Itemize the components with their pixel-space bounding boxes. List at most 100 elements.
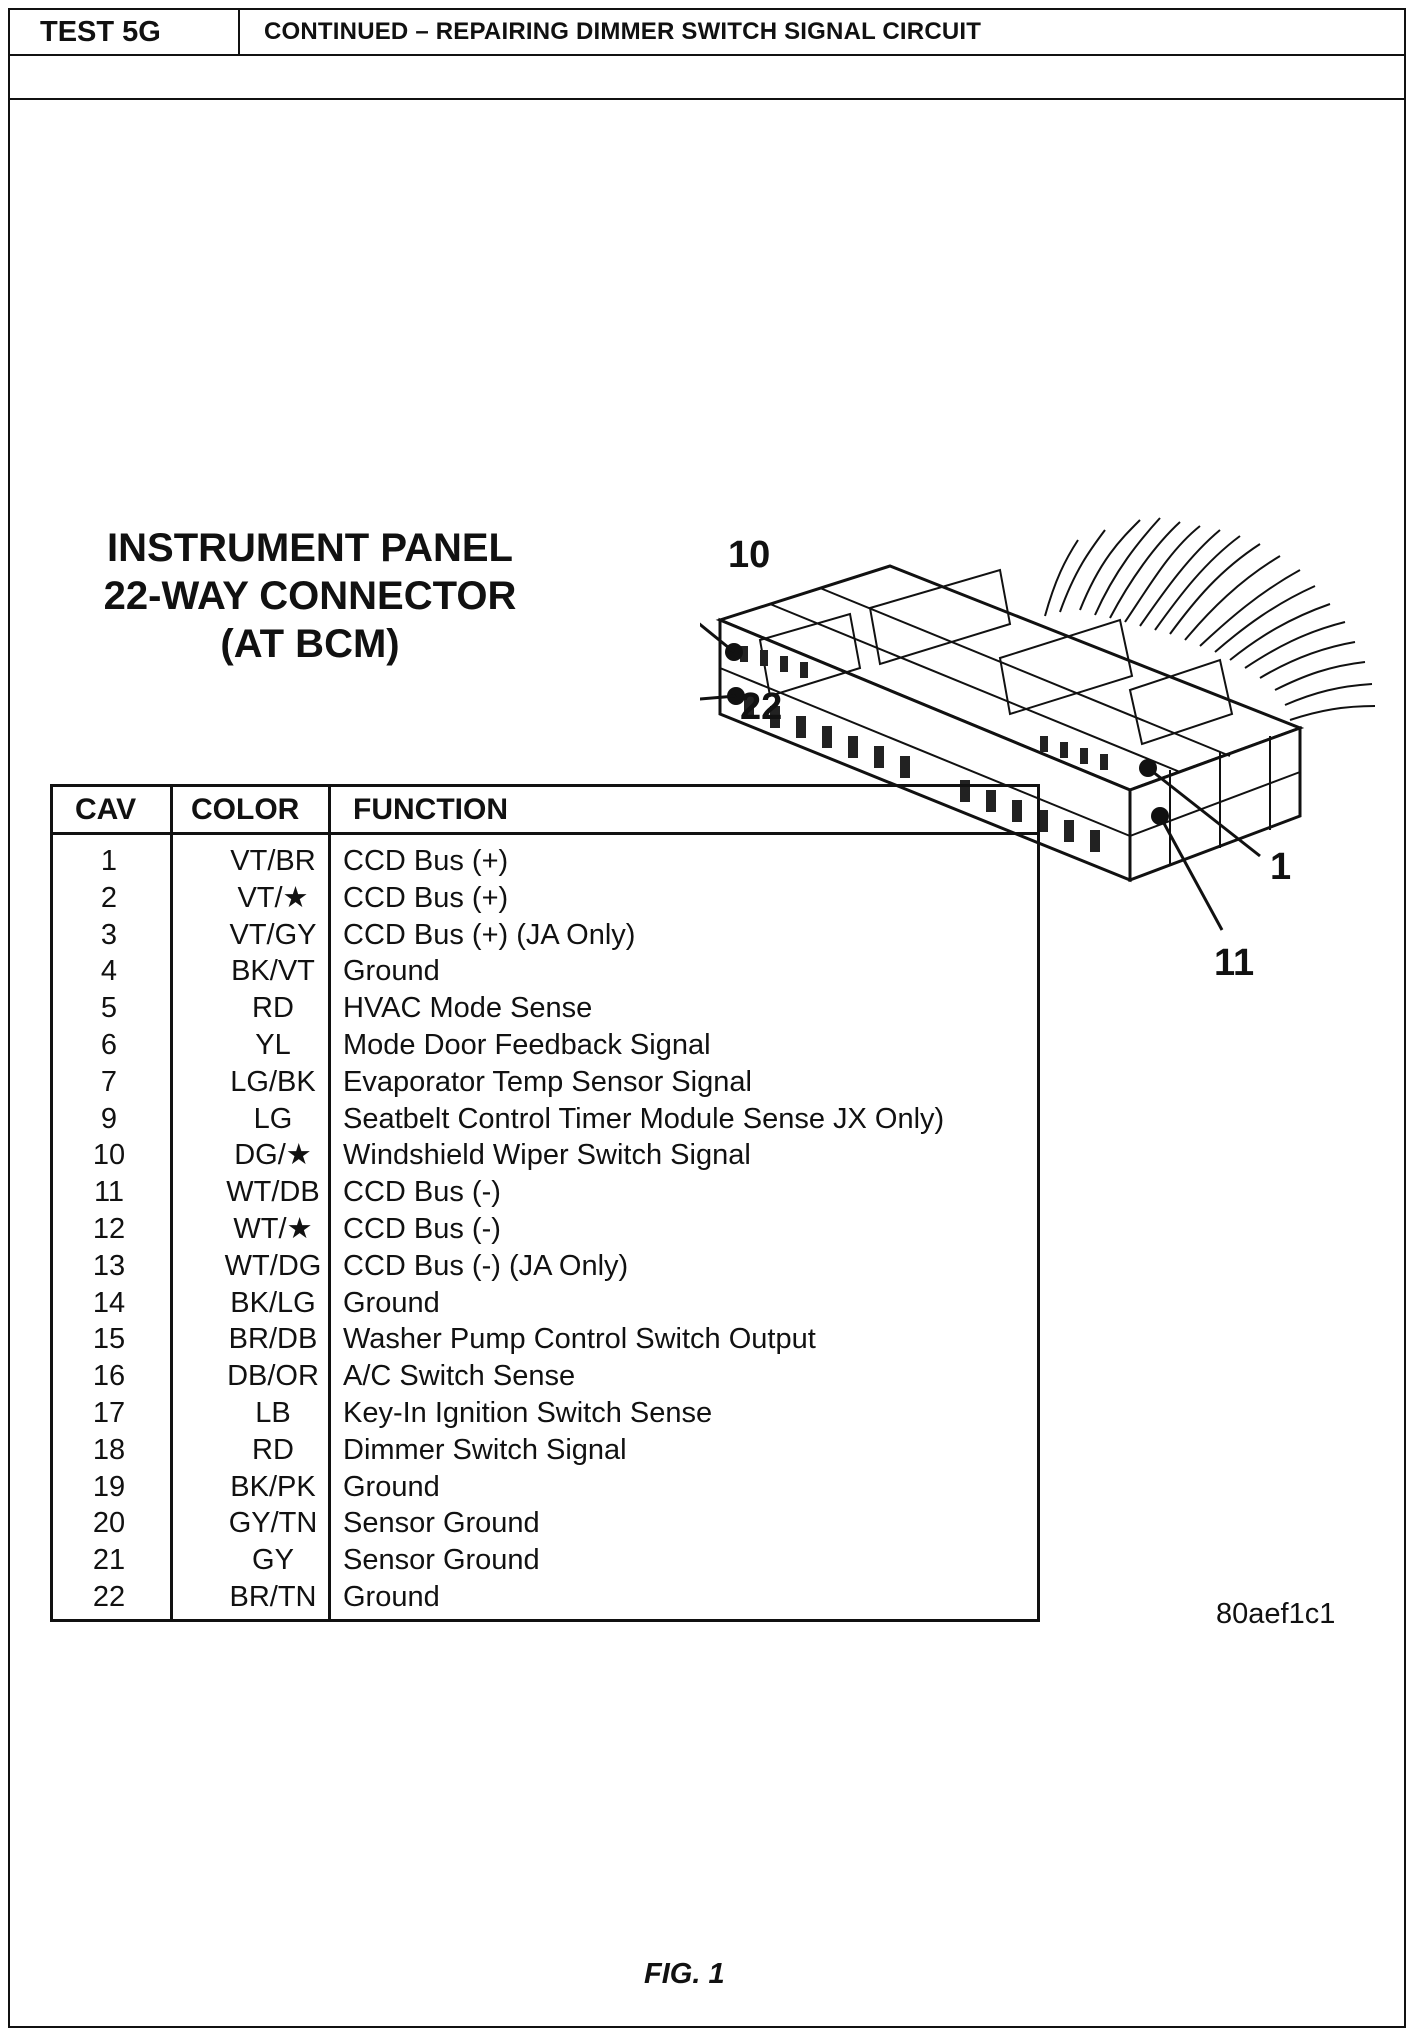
cell-function: Ground bbox=[343, 1470, 440, 1503]
cell-color: GY bbox=[252, 1544, 294, 1577]
table-row: 2 VT/★ CCD Bus (+) bbox=[53, 880, 1037, 917]
cell-color: BR/DB bbox=[228, 1323, 318, 1356]
table-row: 17 LB Key-In Ignition Switch Sense bbox=[53, 1395, 1037, 1432]
table-row: 4 BK/VT Ground bbox=[53, 953, 1037, 990]
callout-leaders bbox=[700, 622, 1261, 931]
table-row: 16 DB/OR A/C Switch Sense bbox=[53, 1358, 1037, 1395]
table-row: 5 RD HVAC Mode Sense bbox=[53, 990, 1037, 1027]
cell-color: BK/LG bbox=[230, 1286, 316, 1319]
cell-cav: 3 bbox=[100, 918, 118, 951]
cell-cav: 19 bbox=[92, 1470, 126, 1503]
cell-function: HVAC Mode Sense bbox=[343, 992, 593, 1025]
cell-cav: 12 bbox=[92, 1212, 126, 1245]
diagram-title-line-2: 22-WAY CONNECTOR bbox=[103, 574, 517, 618]
cell-function: Dimmer Switch Signal bbox=[343, 1433, 627, 1466]
cell-function: Ground bbox=[343, 1580, 440, 1613]
cell-color: LB bbox=[255, 1396, 291, 1429]
callout-pin-1: 1 bbox=[1270, 846, 1292, 888]
page-frame bbox=[8, 8, 1406, 2028]
test-label: TEST 5G bbox=[10, 10, 240, 54]
connector-illustration bbox=[700, 517, 1376, 931]
cell-function: CCD Bus (-) (JA Only) bbox=[343, 1249, 629, 1282]
cell-color: BK/VT bbox=[231, 955, 315, 988]
cell-cav: 18 bbox=[92, 1433, 126, 1466]
cell-color: YL bbox=[255, 1028, 291, 1061]
connector-details bbox=[719, 568, 1301, 866]
cell-function: Windshield Wiper Switch Signal bbox=[343, 1139, 751, 1172]
cell-cav: 9 bbox=[100, 1102, 118, 1135]
cell-cav: 2 bbox=[100, 881, 118, 914]
table-body: 1 VT/BR CCD Bus (+)2 VT/★ CCD Bus (+)3 VT/GY C… bbox=[53, 843, 1037, 1616]
cell-color: VT/BR bbox=[230, 845, 316, 877]
table-row: 6 YL Mode Door Feedback Signal bbox=[53, 1027, 1037, 1064]
cell-function: Mode Door Feedback Signal bbox=[343, 1028, 711, 1061]
table-header: CAV COLOR FUNCTION bbox=[53, 787, 1037, 835]
cell-function: CCD Bus (+) (JA Only) bbox=[343, 918, 636, 951]
figure-label: FIG. 1 bbox=[644, 1958, 725, 1990]
cell-cav: 17 bbox=[92, 1396, 126, 1429]
cell-function: CCD Bus (+) bbox=[343, 881, 509, 914]
cell-cav: 5 bbox=[100, 992, 118, 1025]
cell-color: GY/TN bbox=[228, 1507, 318, 1540]
table-row: 9 LG Seatbelt Control Timer Module Sense J… bbox=[53, 1101, 1037, 1138]
connector-wires bbox=[1044, 517, 1376, 721]
table-row: 12 WT/★ CCD Bus (-) bbox=[53, 1211, 1037, 1248]
diagram-title-line-1: INSTRUMENT PANEL bbox=[107, 526, 513, 570]
table-column-divider-1 bbox=[170, 787, 173, 1619]
cell-color: WT/DG bbox=[224, 1249, 322, 1282]
table-row: 19 BK/PK Ground bbox=[53, 1469, 1037, 1506]
cell-color: DB/OR bbox=[227, 1360, 319, 1393]
cell-color: VT/GY bbox=[229, 918, 317, 951]
cell-cav: 15 bbox=[92, 1323, 126, 1356]
cell-cav: 6 bbox=[100, 1028, 118, 1061]
header-title: CONTINUED – REPAIRING DIMMER SWITCH SIGN… bbox=[264, 18, 982, 45]
cell-function: Evaporator Temp Sensor Signal bbox=[343, 1065, 752, 1098]
cell-function: Sensor Ground bbox=[343, 1507, 540, 1540]
figure-code: 80aef1c1 bbox=[1216, 1598, 1336, 1630]
cell-function: A/C Switch Sense bbox=[343, 1360, 576, 1393]
cell-color: WT/DB bbox=[226, 1176, 320, 1209]
header-color: COLOR bbox=[191, 793, 300, 826]
cell-cav: 22 bbox=[92, 1580, 126, 1613]
cell-color: LG/BK bbox=[230, 1065, 316, 1098]
cell-color: WT/★ bbox=[233, 1212, 313, 1245]
connector-terminals-bottom bbox=[744, 696, 1100, 852]
cell-function: Ground bbox=[343, 1286, 440, 1319]
cell-color: RD bbox=[252, 992, 294, 1025]
cell-function: CCD Bus (-) bbox=[343, 1212, 501, 1245]
header-function: FUNCTION bbox=[353, 793, 508, 826]
diagram-title-line-3: (AT BCM) bbox=[220, 622, 400, 666]
cell-cav: 11 bbox=[93, 1176, 125, 1209]
cell-cav: 14 bbox=[92, 1286, 126, 1319]
cell-function: Key-In Ignition Switch Sense bbox=[343, 1396, 713, 1429]
cell-cav: 4 bbox=[100, 955, 118, 988]
cell-cav: 10 bbox=[92, 1139, 126, 1172]
table-row: 22 BR/TN Ground bbox=[53, 1579, 1037, 1616]
cell-color: BK/PK bbox=[230, 1470, 316, 1503]
cell-color: RD bbox=[252, 1433, 294, 1466]
table-row: 18 RD Dimmer Switch Signal bbox=[53, 1432, 1037, 1469]
cell-function: CCD Bus (-) bbox=[343, 1176, 501, 1209]
page-header: TEST 5G CONTINUED – REPAIRING DIMMER SWI… bbox=[8, 8, 1406, 100]
header-cav: CAV bbox=[75, 793, 137, 826]
cell-color: DG/★ bbox=[234, 1139, 312, 1172]
diagram-title: INSTRUMENT PANEL 22-WAY CONNECTOR (AT BC… bbox=[60, 524, 560, 668]
cell-cav: 1 bbox=[100, 845, 118, 877]
callout-pin-10: 10 bbox=[728, 534, 771, 576]
cell-function: Ground bbox=[343, 955, 440, 988]
cell-function: Seatbelt Control Timer Module Sense JX O… bbox=[343, 1102, 945, 1135]
header-row: TEST 5G CONTINUED – REPAIRING DIMMER SWI… bbox=[10, 10, 1404, 56]
cell-color: VT/★ bbox=[237, 881, 309, 914]
cell-color: LG bbox=[253, 1102, 293, 1135]
cell-color: BR/TN bbox=[229, 1580, 317, 1613]
table-column-divider-2 bbox=[328, 787, 331, 1619]
cell-cav: 16 bbox=[92, 1360, 126, 1393]
table-row: 14 BK/LG Ground bbox=[53, 1285, 1037, 1322]
